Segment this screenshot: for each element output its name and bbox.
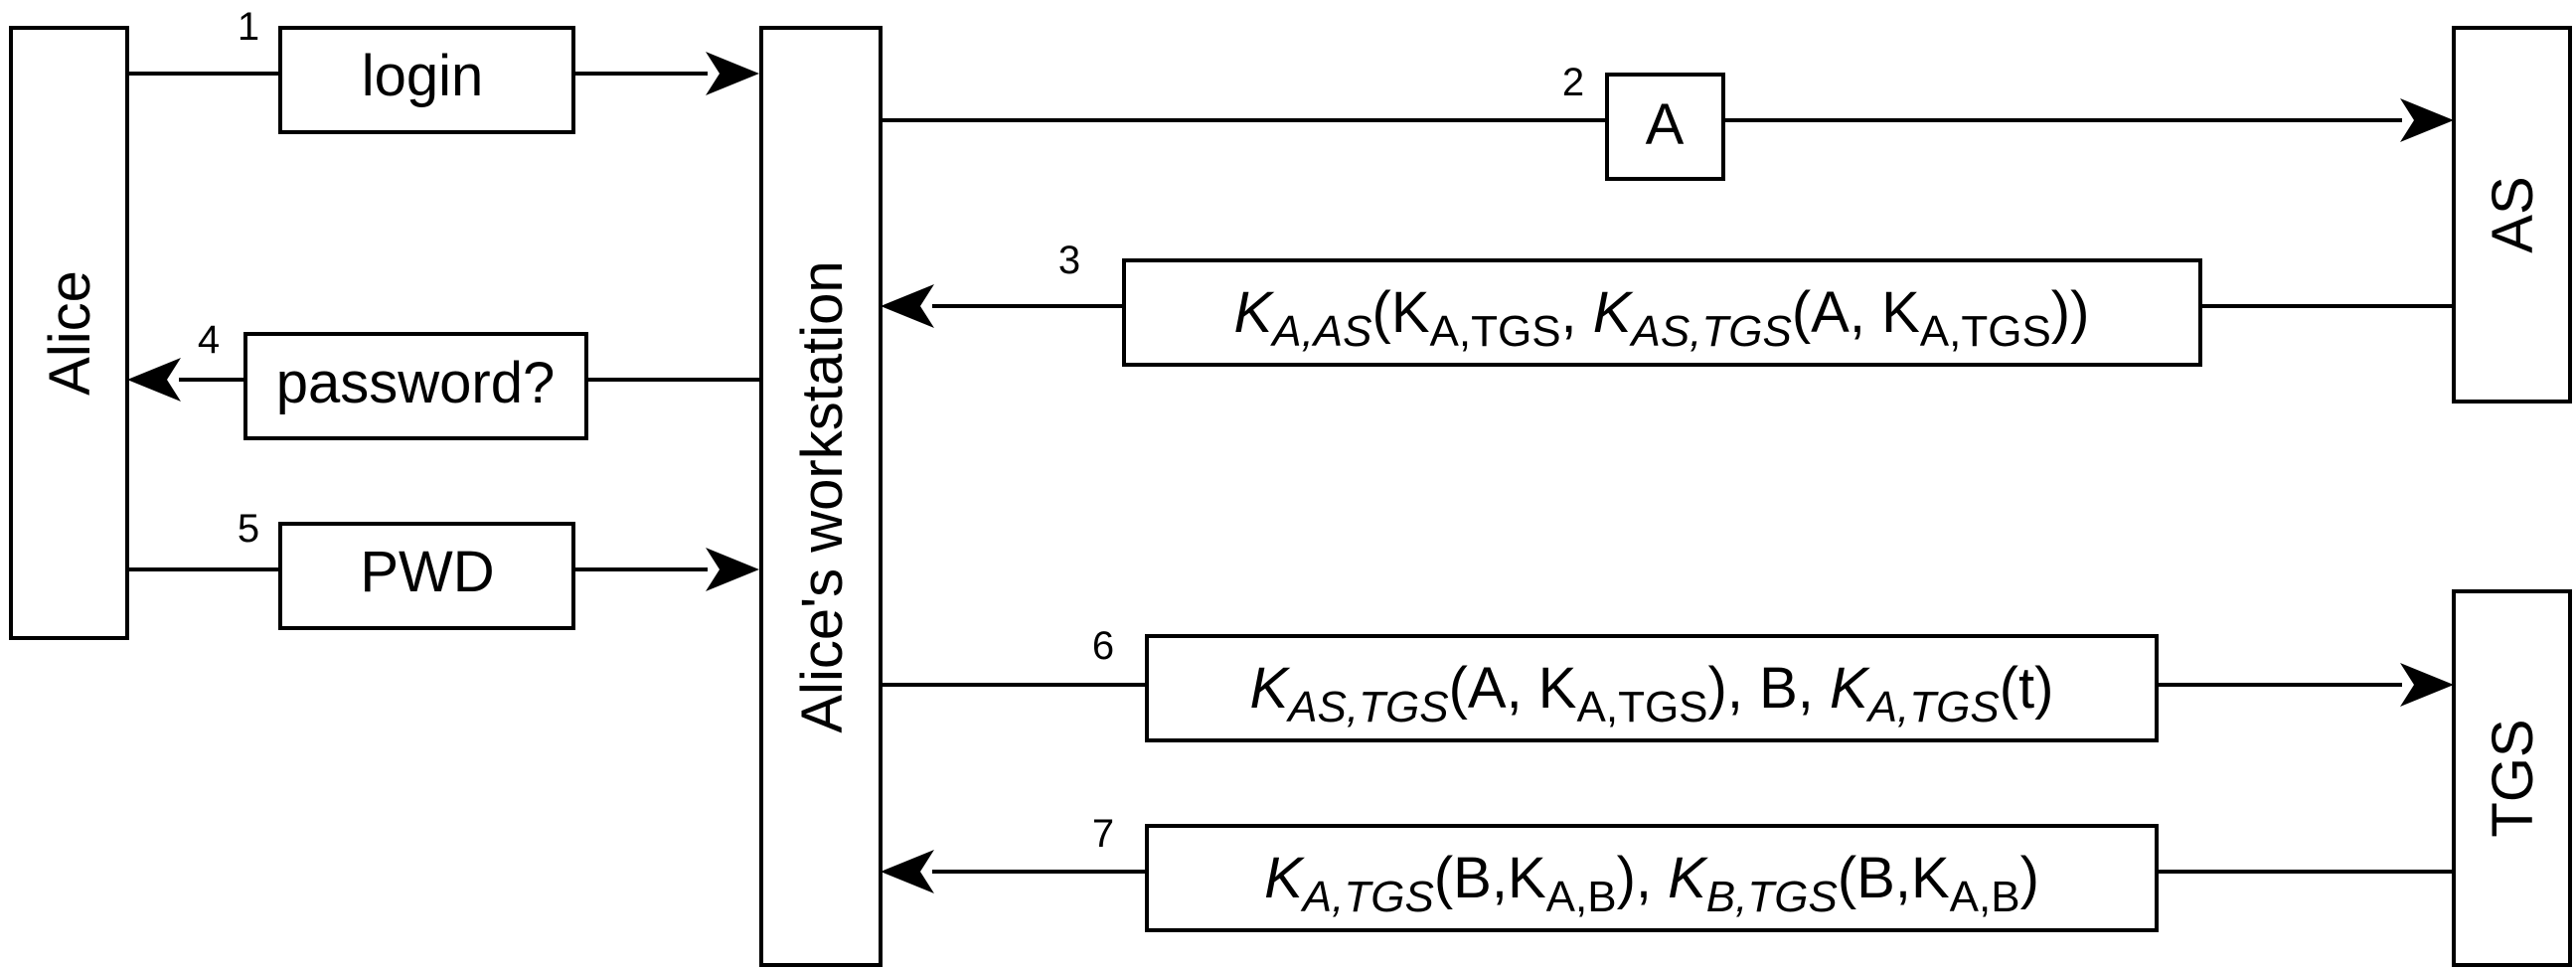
message-1: login 1 — [127, 5, 759, 134]
message-6-label: KAS,TGS(A, KA,TGS), B, KA,TGS(t) — [1250, 656, 2054, 731]
message-2-label: A — [1646, 92, 1685, 157]
message-5-label: PWD — [360, 540, 494, 604]
workstation-label: Alice's workstation — [790, 260, 855, 732]
message-6: KAS,TGS(A, KA,TGS), B, KA,TGS(t) 6 — [881, 624, 2454, 742]
message-2: A 2 — [881, 61, 2454, 181]
as-label: AS — [2481, 176, 2545, 252]
alice-label: Alice — [38, 270, 102, 396]
message-1-label: login — [362, 44, 484, 108]
message-3: KA,AS(KA,TGS, KAS,TGS(A, KA,TGS)) 3 — [881, 239, 2454, 367]
as-entity: AS — [2452, 26, 2572, 404]
message-7: KA,TGS(B,KA,B), KB,TGS(B,KA,B) 7 — [881, 812, 2454, 932]
message-4-label: password? — [276, 351, 555, 415]
step-3-number: 3 — [1058, 239, 1080, 282]
message-7-label: KA,TGS(B,KA,B), KB,TGS(B,KA,B) — [1264, 846, 2039, 921]
step-4-number: 4 — [198, 318, 220, 362]
workstation-entity: Alice's workstation — [759, 26, 883, 967]
step-2-number: 2 — [1562, 61, 1584, 104]
message-5: PWD 5 — [127, 507, 759, 630]
step-6-number: 6 — [1092, 624, 1114, 668]
message-3-label: KA,AS(KA,TGS, KAS,TGS(A, KA,TGS)) — [1234, 280, 2090, 356]
message-4: password? 4 — [127, 318, 761, 440]
alice-entity: Alice — [9, 26, 129, 640]
step-7-number: 7 — [1092, 812, 1114, 856]
step-1-number: 1 — [238, 5, 259, 49]
tgs-entity: TGS — [2452, 589, 2572, 967]
step-5-number: 5 — [238, 507, 259, 551]
tgs-label: TGS — [2481, 719, 2545, 837]
